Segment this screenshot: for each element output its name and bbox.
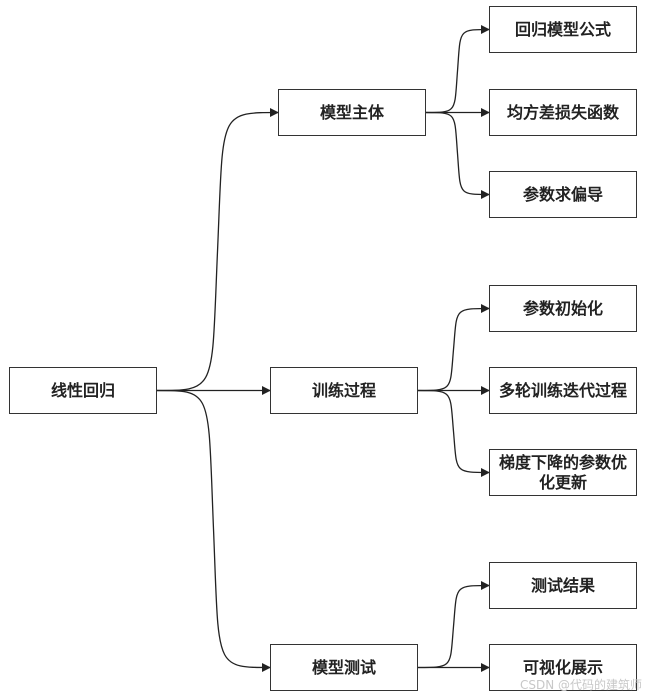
branch-label: 模型测试 bbox=[311, 657, 376, 677]
connector-arrow bbox=[417, 389, 490, 478]
watermark-text: CSDN @代码的建筑师 bbox=[519, 678, 642, 692]
branch-node-training-process: 训练过程 bbox=[270, 367, 418, 414]
leaf-label: 均方差损失函数 bbox=[506, 102, 619, 122]
branch-label: 模型主体 bbox=[319, 102, 384, 122]
branch-node-model-testing: 模型测试 bbox=[270, 644, 418, 691]
connector-arrow bbox=[417, 580, 490, 669]
connector-arrow bbox=[156, 107, 279, 392]
leaf-node: 梯度下降的参数优化更新 bbox=[489, 449, 637, 496]
connector-arrow bbox=[417, 303, 490, 392]
leaf-node: 可视化展示 bbox=[489, 644, 637, 691]
connector-arrow bbox=[425, 24, 490, 114]
root-label: 线性回归 bbox=[50, 380, 115, 400]
branch-label: 训练过程 bbox=[311, 380, 376, 400]
leaf-node: 均方差损失函数 bbox=[489, 89, 637, 136]
leaf-node: 参数求偏导 bbox=[489, 171, 637, 218]
leaf-label: 回归模型公式 bbox=[514, 19, 611, 39]
leaf-node: 多轮训练迭代过程 bbox=[489, 367, 637, 414]
leaf-label: 多轮训练迭代过程 bbox=[498, 380, 627, 400]
leaf-node: 测试结果 bbox=[489, 562, 637, 609]
leaf-label: 参数初始化 bbox=[522, 298, 603, 318]
branch-node-model-body: 模型主体 bbox=[278, 89, 426, 136]
leaf-label: 可视化展示 bbox=[522, 657, 603, 677]
leaf-node: 参数初始化 bbox=[489, 285, 637, 332]
leaf-node: 回归模型公式 bbox=[489, 6, 637, 53]
leaf-label: 测试结果 bbox=[530, 575, 595, 595]
root-node: 线性回归 bbox=[9, 367, 157, 414]
leaf-label: 参数求偏导 bbox=[522, 184, 603, 204]
connector-arrow bbox=[156, 389, 271, 673]
connector-arrow bbox=[425, 111, 490, 200]
leaf-label: 梯度下降的参数优化更新 bbox=[498, 452, 627, 492]
